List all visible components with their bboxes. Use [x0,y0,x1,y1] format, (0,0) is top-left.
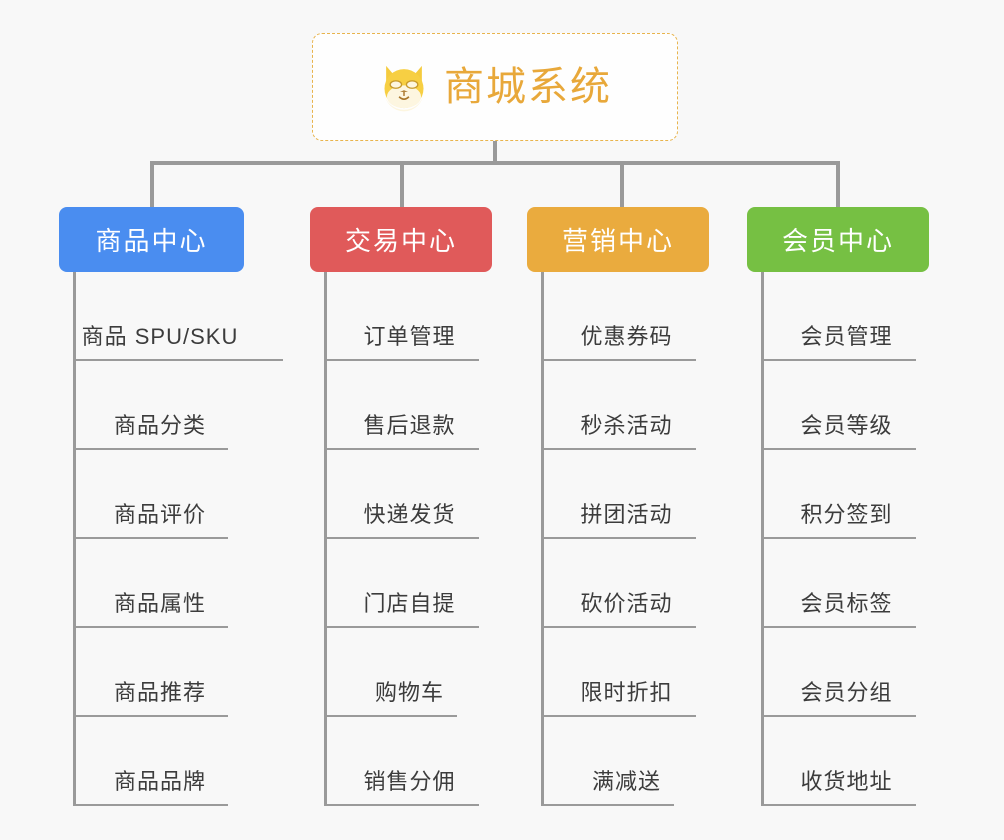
list-item[interactable]: 售后退款 [327,361,492,450]
list-item[interactable]: 秒杀活动 [544,361,709,450]
connector-drop-3 [620,161,624,207]
list-item-label: 秒杀活动 [580,413,673,438]
list-item[interactable]: 满减送 [544,717,709,806]
leaf-underline [76,626,228,628]
list-item[interactable]: 购物车 [327,628,492,717]
list-item-label: 积分签到 [800,502,893,527]
connector-drop-2 [400,161,404,207]
list-item-label: 门店自提 [363,591,456,616]
list-item-label: 商品评价 [113,502,206,527]
list-item[interactable]: 砍价活动 [544,539,709,628]
leaf-underline [764,626,916,628]
list-item-label: 收货地址 [800,769,893,794]
leaf-list-trade-center: 订单管理 售后退款 快递发货 门店自提 购物车 销售分佣 [324,272,492,806]
leaf-underline [327,804,479,806]
list-item-label: 会员分组 [800,680,893,705]
list-item-label: 拼团活动 [580,502,673,527]
list-item-label: 快递发货 [363,502,456,527]
list-item-label: 商品品牌 [113,769,206,794]
list-item[interactable]: 收货地址 [764,717,929,806]
column-marketing-center: 营销中心 优惠券码 秒杀活动 拼团活动 砍价活动 限时折扣 [527,207,709,806]
list-item[interactable]: 快递发货 [327,450,492,539]
column-product-center: 商品中心 商品 SPU/SKU 商品分类 商品评价 商品属性 商品推荐 [59,207,283,806]
leaf-underline [327,537,479,539]
category-header-trade-center[interactable]: 交易中心 [310,207,492,272]
leaf-underline [327,448,479,450]
leaf-underline [764,537,916,539]
leaf-underline [76,359,283,361]
column-member-center: 会员中心 会员管理 会员等级 积分签到 会员标签 会员分组 [747,207,929,806]
list-item-label: 订单管理 [363,324,456,349]
list-item[interactable]: 积分签到 [764,450,929,539]
category-header-product-center[interactable]: 商品中心 [59,207,244,272]
leaf-underline [76,804,228,806]
list-item[interactable]: 会员分组 [764,628,929,717]
root-title: 商城系统 [444,65,612,109]
leaf-underline [327,359,479,361]
leaf-underline [544,448,696,450]
shiba-dog-face-icon [384,65,424,112]
leaf-list-marketing-center: 优惠券码 秒杀活动 拼团活动 砍价活动 限时折扣 满减送 [541,272,709,806]
root-node-mall-system[interactable]: 商城系统 [312,33,678,141]
list-item[interactable]: 会员标签 [764,539,929,628]
connector-horizontal-bus [150,161,840,165]
leaf-underline [327,626,479,628]
leaf-list-member-center: 会员管理 会员等级 积分签到 会员标签 会员分组 收货地址 [761,272,929,806]
connector-drop-1 [150,161,154,207]
leaf-underline [544,537,696,539]
list-item-label: 会员管理 [800,324,893,349]
connector-drop-4 [836,161,840,207]
list-item[interactable]: 商品 SPU/SKU [76,272,283,361]
list-item-label: 砍价活动 [580,591,673,616]
leaf-underline [76,448,228,450]
list-item[interactable]: 商品属性 [76,539,244,628]
list-item[interactable]: 拼团活动 [544,450,709,539]
list-item-label: 销售分佣 [363,769,456,794]
leaf-underline [544,626,696,628]
list-item-label: 商品分类 [113,413,206,438]
connector-root-stem [493,141,497,164]
list-item[interactable]: 会员管理 [764,272,929,361]
leaf-underline [544,359,696,361]
list-item-label: 商品推荐 [113,680,206,705]
list-item[interactable]: 商品推荐 [76,628,244,717]
leaf-underline [764,359,916,361]
category-header-marketing-center[interactable]: 营销中心 [527,207,709,272]
list-item-label: 购物车 [374,680,444,705]
leaf-underline [764,715,916,717]
list-item[interactable]: 商品品牌 [76,717,244,806]
leaf-list-product-center: 商品 SPU/SKU 商品分类 商品评价 商品属性 商品推荐 商品品牌 [73,272,283,806]
category-header-member-center[interactable]: 会员中心 [747,207,929,272]
leaf-underline [764,804,916,806]
leaf-underline [327,715,457,717]
leaf-underline [544,804,674,806]
list-item-label: 满减送 [591,769,661,794]
list-item-label: 商品 SPU/SKU [81,324,239,349]
leaf-underline [76,715,228,717]
column-trade-center: 交易中心 订单管理 售后退款 快递发货 门店自提 购物车 [310,207,492,806]
list-item[interactable]: 门店自提 [327,539,492,628]
list-item[interactable]: 限时折扣 [544,628,709,717]
list-item-label: 会员标签 [800,591,893,616]
list-item-label: 会员等级 [800,413,893,438]
list-item[interactable]: 商品评价 [76,450,244,539]
list-item[interactable]: 订单管理 [327,272,492,361]
list-item-label: 售后退款 [363,413,456,438]
list-item-label: 限时折扣 [580,680,673,705]
list-item-label: 商品属性 [113,591,206,616]
list-item[interactable]: 会员等级 [764,361,929,450]
leaf-underline [76,537,228,539]
leaf-underline [764,448,916,450]
list-item-label: 优惠券码 [580,324,673,349]
leaf-underline [544,715,696,717]
list-item[interactable]: 优惠券码 [544,272,709,361]
list-item[interactable]: 商品分类 [76,361,244,450]
list-item[interactable]: 销售分佣 [327,717,492,806]
